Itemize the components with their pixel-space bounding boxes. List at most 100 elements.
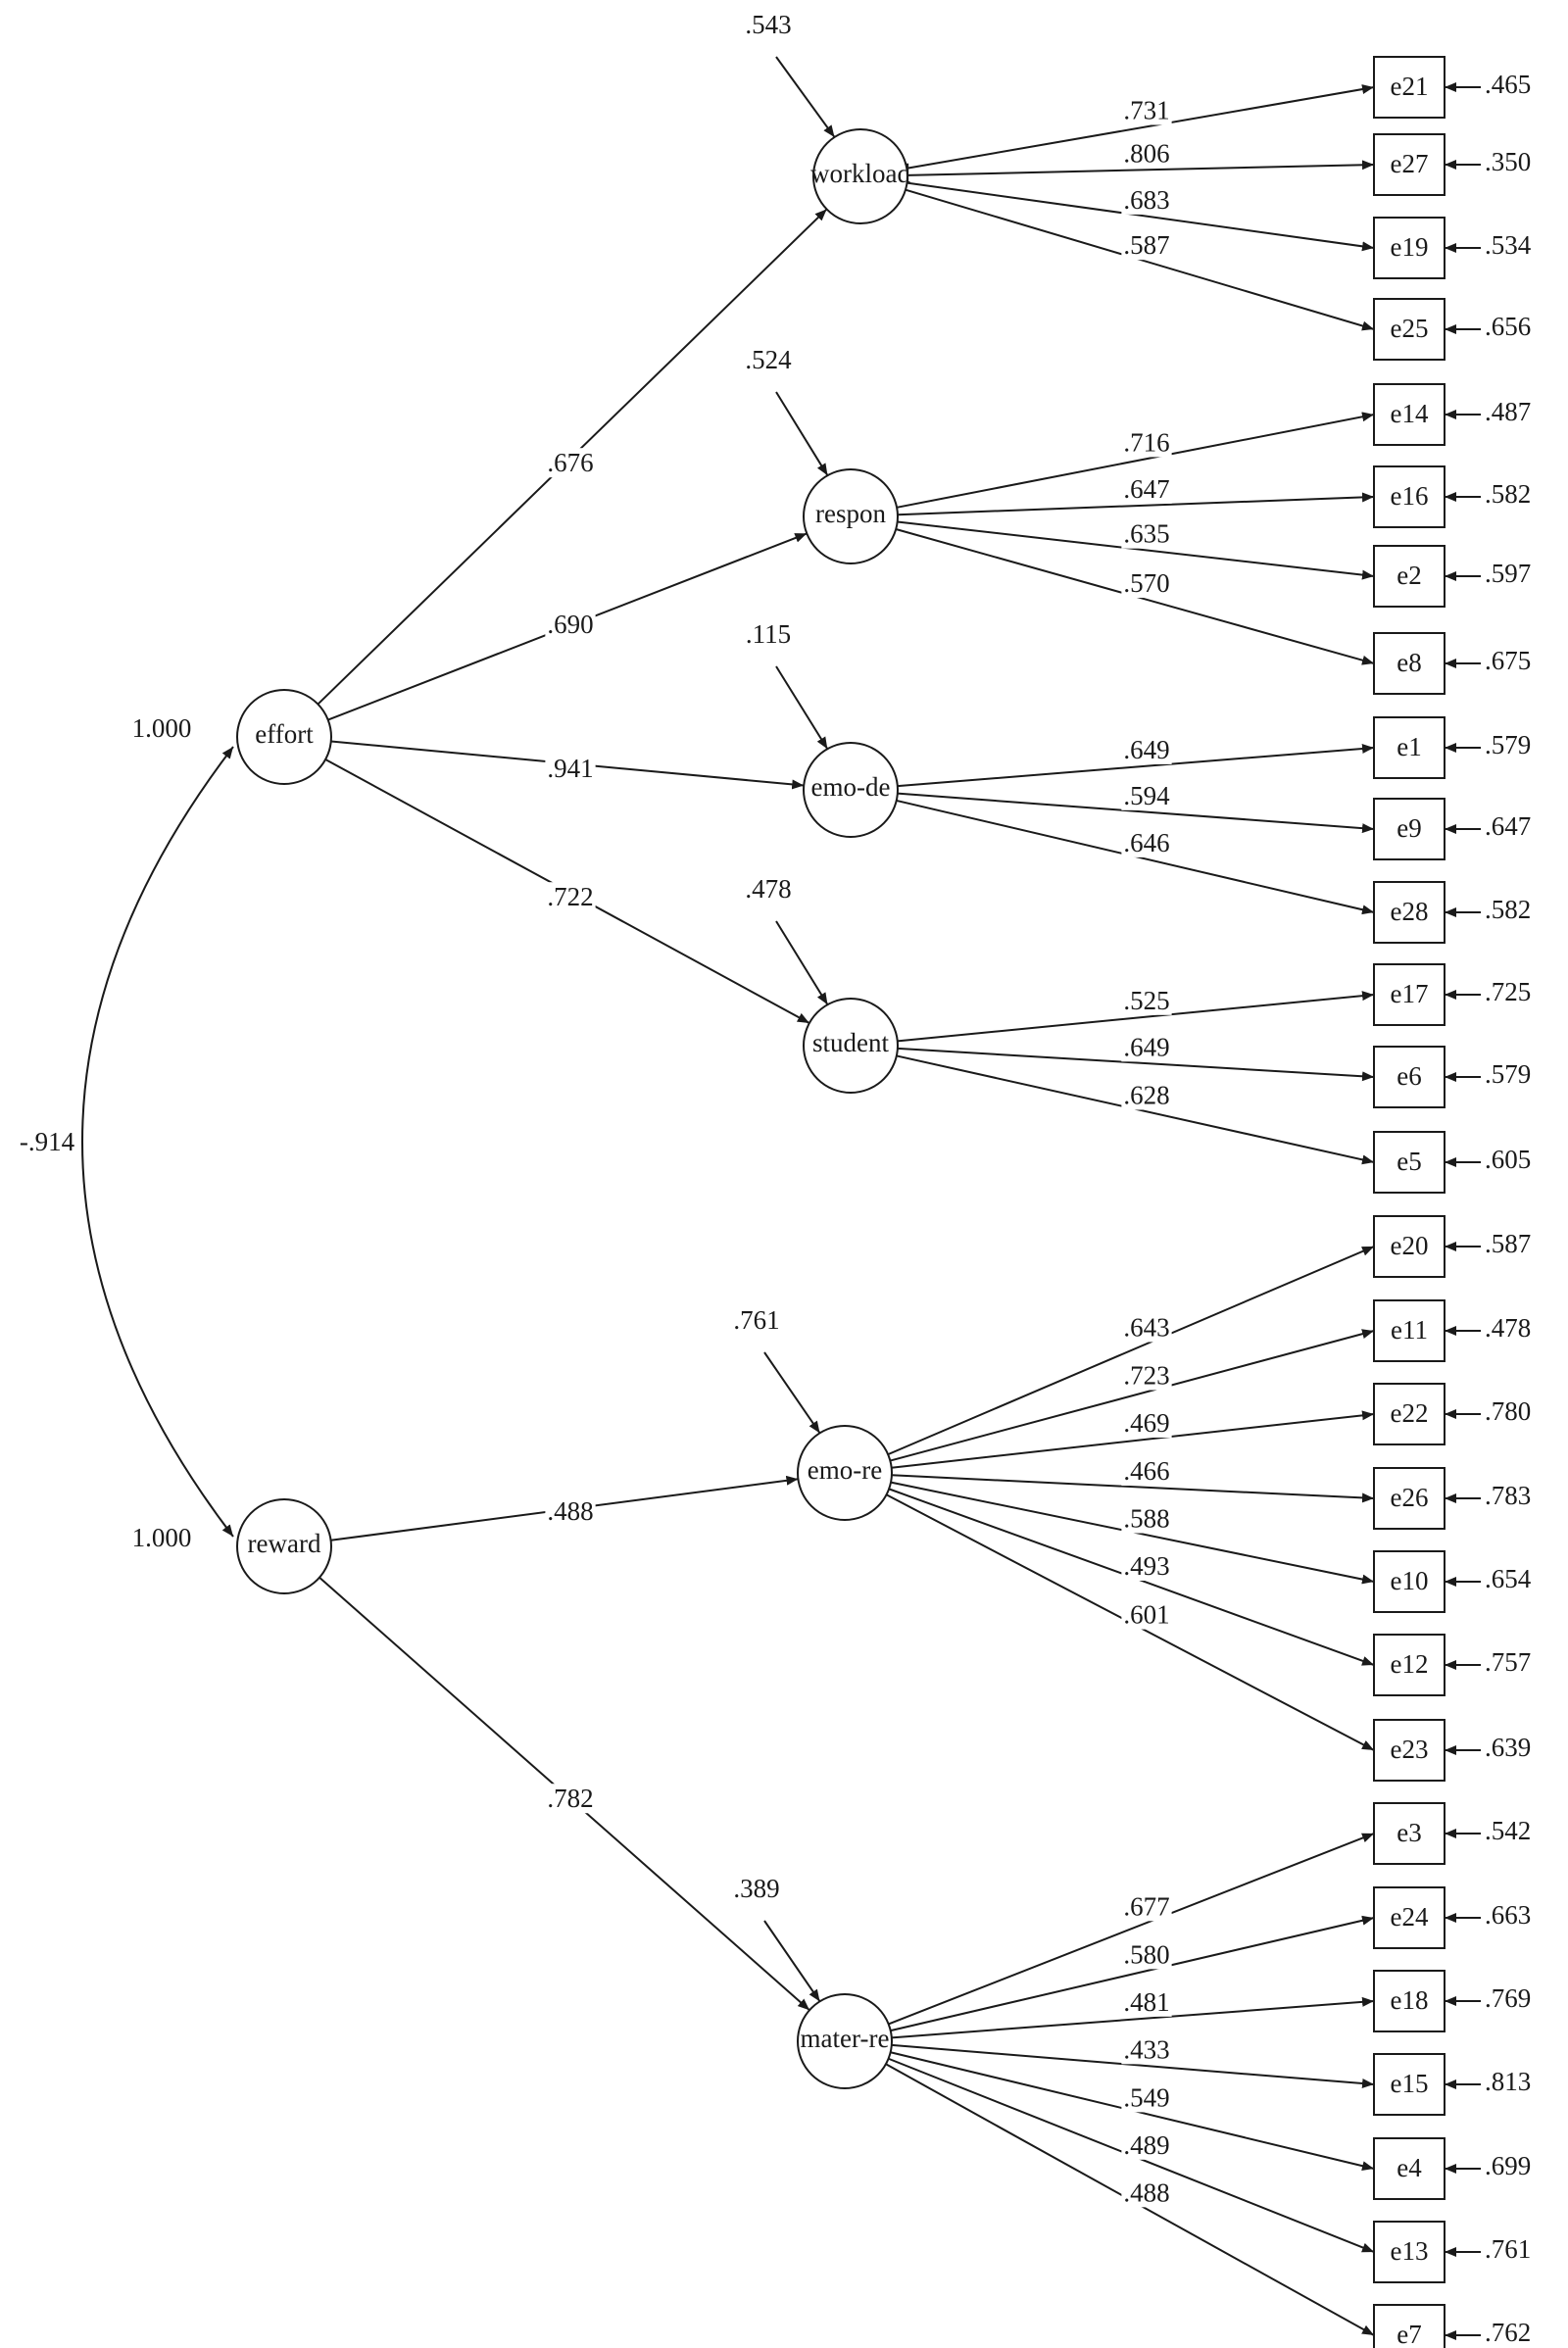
indicator-label-e14: e14: [1391, 399, 1429, 428]
residual-value-student: .478: [745, 874, 791, 904]
indicator-label-e8: e8: [1396, 648, 1421, 677]
indicator-label-e18: e18: [1391, 1985, 1429, 2015]
loading-value-e3: .677: [1123, 1891, 1169, 1921]
indicator-label-e23: e23: [1391, 1735, 1429, 1764]
loading-value-e10: .588: [1123, 1504, 1169, 1534]
loading-value-e23: .601: [1123, 1600, 1169, 1630]
indicator-box-e21: [1373, 56, 1446, 119]
residual-arrow-mater-re: [763, 1920, 821, 2002]
residual-value-workload: .543: [745, 10, 791, 39]
indicator-box-e20: [1373, 1215, 1446, 1278]
indicator-label-e20: e20: [1391, 1231, 1429, 1260]
factor-node-effort: [236, 689, 332, 785]
factor-label-respon: respon: [815, 499, 886, 528]
label-halo: [1121, 1080, 1172, 1110]
label-halo: [1121, 230, 1172, 261]
correlation-arc: [81, 746, 234, 1538]
indicator-box-e8: [1373, 632, 1446, 695]
indicator-box-e24: [1373, 1886, 1446, 1949]
error-value-e18: .769: [1485, 1983, 1531, 2013]
path-coef-emo-de: .941: [547, 754, 593, 783]
loading-value-e4: .549: [1123, 2082, 1169, 2112]
label-halo: [1121, 184, 1172, 215]
error-value-e12: .757: [1485, 1647, 1531, 1677]
loading-arrow-e20: [887, 1246, 1375, 1456]
error-value-e23: .639: [1485, 1733, 1531, 1762]
loading-value-e5: .628: [1123, 1081, 1169, 1110]
indicator-box-e16: [1373, 465, 1446, 528]
label-halo: [1121, 2129, 1172, 2160]
label-halo: [1121, 2177, 1172, 2208]
indicator-box-e14: [1373, 383, 1446, 446]
loading-value-e24: .580: [1123, 1939, 1169, 1969]
error-value-e15: .813: [1485, 2067, 1531, 2096]
indicator-label-e16: e16: [1391, 481, 1429, 511]
indicator-box-e1: [1373, 716, 1446, 779]
label-halo: [545, 1784, 596, 1814]
error-value-e13: .761: [1485, 2234, 1531, 2264]
loading-arrow-e3: [888, 1833, 1375, 2026]
indicator-label-e9: e9: [1396, 813, 1421, 843]
indicator-label-e1: e1: [1396, 732, 1421, 761]
error-value-e8: .675: [1485, 646, 1531, 675]
loading-value-e14: .716: [1123, 427, 1169, 457]
label-halo: [1121, 1407, 1172, 1438]
indicator-box-e17: [1373, 963, 1446, 1026]
loading-arrow-e17: [897, 991, 1375, 1043]
loading-value-e25: .587: [1123, 230, 1169, 260]
error-value-e6: .579: [1485, 1059, 1531, 1089]
indicator-box-e28: [1373, 881, 1446, 944]
label-halo: [1121, 827, 1172, 857]
indicator-box-e12: [1373, 1634, 1446, 1696]
label-halo: [545, 448, 596, 478]
label-halo: [1121, 1032, 1172, 1062]
loading-value-e1: .649: [1123, 735, 1169, 764]
error-value-e25: .656: [1485, 312, 1531, 341]
error-value-e22: .780: [1485, 1396, 1531, 1426]
error-value-e24: .663: [1485, 1900, 1531, 1930]
factor-node-reward: [236, 1498, 332, 1594]
factor-label-emo-de: emo-de: [811, 772, 891, 802]
label-halo: [1121, 518, 1172, 549]
loading-value-e22: .469: [1123, 1408, 1169, 1438]
indicator-box-e3: [1373, 1802, 1446, 1865]
indicator-box-e2: [1373, 545, 1446, 608]
indicator-label-e13: e13: [1391, 2236, 1429, 2266]
edges-layer: [81, 56, 1481, 2340]
indicator-label-e25: e25: [1391, 314, 1429, 343]
error-value-e27: .350: [1485, 147, 1531, 176]
error-value-e2: .597: [1485, 559, 1531, 588]
error-value-e1: .579: [1485, 730, 1531, 759]
residual-arrow-emo-de: [775, 665, 829, 750]
error-value-e28: .582: [1485, 895, 1531, 924]
residual-arrow-respon: [775, 391, 829, 476]
label-halo: [1121, 1939, 1172, 1970]
loading-arrow-e27: [906, 160, 1375, 176]
loading-value-e26: .466: [1123, 1456, 1169, 1486]
error-value-e3: .542: [1485, 1816, 1531, 1845]
indicator-label-e12: e12: [1391, 1649, 1429, 1679]
residual-arrow-student: [775, 920, 829, 1005]
error-value-e26: .783: [1485, 1481, 1531, 1510]
loading-arrow-e18: [891, 1996, 1375, 2039]
label-halo: [1121, 1360, 1172, 1391]
label-halo: [1121, 1456, 1172, 1487]
indicator-box-e5: [1373, 1131, 1446, 1194]
indicator-label-e15: e15: [1391, 2069, 1429, 2098]
label-halo: [1121, 138, 1172, 169]
factor-label-reward: reward: [248, 1529, 321, 1558]
indicator-box-e22: [1373, 1383, 1446, 1445]
indicator-box-e26: [1373, 1467, 1446, 1530]
loading-arrow-e15: [891, 2043, 1375, 2089]
loading-value-e16: .647: [1123, 474, 1169, 504]
path-coef-mater-re: .782: [547, 1784, 593, 1813]
loading-value-e17: .525: [1123, 986, 1169, 1015]
residual-arrow-workload: [775, 56, 836, 138]
label-halo: [1121, 985, 1172, 1015]
path-coef-student: .722: [547, 882, 593, 911]
factor-label-workload: workload: [810, 159, 910, 188]
indicator-label-e11: e11: [1391, 1315, 1428, 1345]
factor-label-emo-re: emo-re: [808, 1455, 882, 1485]
loading-value-e8: .570: [1123, 568, 1169, 598]
